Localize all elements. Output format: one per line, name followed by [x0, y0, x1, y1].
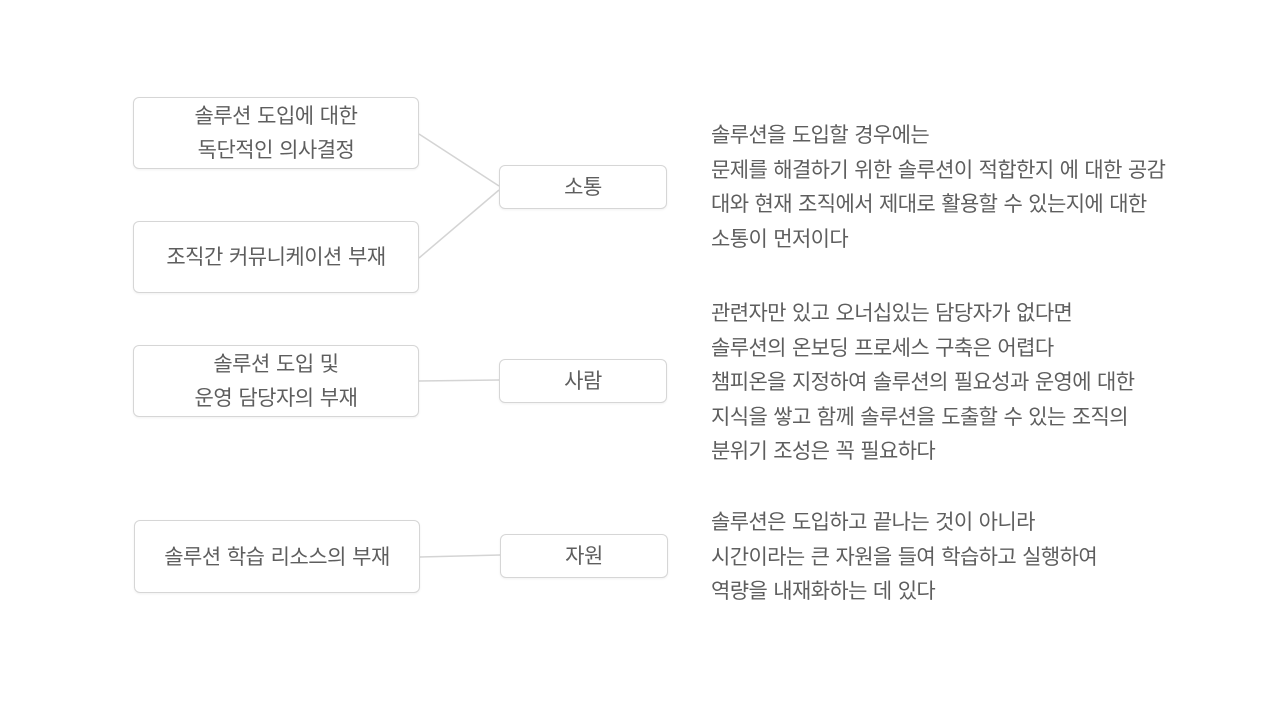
category-label: 자원 [565, 544, 603, 568]
cause-text: 운영 담당자의 부재 [194, 386, 358, 410]
description-block: 관련자만 있고 오너십있는 담당자가 없다면 솔루션의 온보딩 프로세스 구축은… [711, 296, 1135, 469]
cause-box: 솔루션 도입 및 운영 담당자의 부재 [133, 345, 419, 417]
cause-text: 솔루션 학습 리소스의 부재 [164, 544, 390, 569]
description-line: 역량을 내재화하는 데 있다 [711, 579, 936, 603]
description-line: 분위기 조성은 꼭 필요하다 [711, 439, 936, 463]
description-line: 솔루션은 도입하고 끝나는 것이 아니라 [711, 510, 1035, 534]
connector-line [418, 189, 500, 259]
description-line: 대와 현재 조직에서 제대로 활용할 수 있는지에 대한 [711, 192, 1147, 216]
connector-line [418, 379, 500, 382]
cause-text: 독단적인 의사결정 [197, 138, 355, 162]
description-line: 챔피온을 지정하여 솔루션의 필요성과 운영에 대한 [711, 370, 1135, 394]
description-line: 소통이 먼저이다 [711, 226, 849, 251]
connector-line [418, 133, 500, 187]
cause-box: 솔루션 학습 리소스의 부재 [134, 520, 420, 593]
category-label: 사람 [564, 369, 602, 393]
description-line: 문제를 해결하기 위한 솔루션이 적합한지 에 대한 공감 [711, 157, 1166, 182]
connector-line [419, 554, 501, 558]
description-line: 시간이라는 큰 자원을 들여 학습하고 실행하여 [711, 544, 1098, 569]
description-block: 솔루션을 도입할 경우에는 문제를 해결하기 위한 솔루션이 적합한지 에 대한… [711, 118, 1166, 256]
category-box: 자원 [500, 534, 668, 578]
description-line: 지식을 쌓고 함께 솔루션을 도출할 수 있는 조직의 [711, 404, 1129, 429]
cause-text: 조직간 커뮤니케이션 부재 [166, 245, 386, 269]
description-line: 솔루션의 온보딩 프로세스 구축은 어렵다 [711, 335, 1054, 360]
cause-text: 솔루션 도입에 대한 [194, 104, 358, 128]
description-line: 솔루션을 도입할 경우에는 [711, 123, 930, 147]
cause-box: 솔루션 도입에 대한 독단적인 의사결정 [133, 97, 419, 169]
description-block: 솔루션은 도입하고 끝나는 것이 아니라 시간이라는 큰 자원을 들여 학습하고… [711, 505, 1098, 609]
cause-text: 솔루션 도입 및 [213, 352, 339, 376]
cause-box: 조직간 커뮤니케이션 부재 [133, 221, 419, 293]
category-label: 소통 [564, 175, 602, 199]
category-box: 사람 [499, 359, 667, 403]
description-line: 관련자만 있고 오너십있는 담당자가 없다면 [711, 301, 1073, 325]
category-box: 소통 [499, 165, 667, 209]
